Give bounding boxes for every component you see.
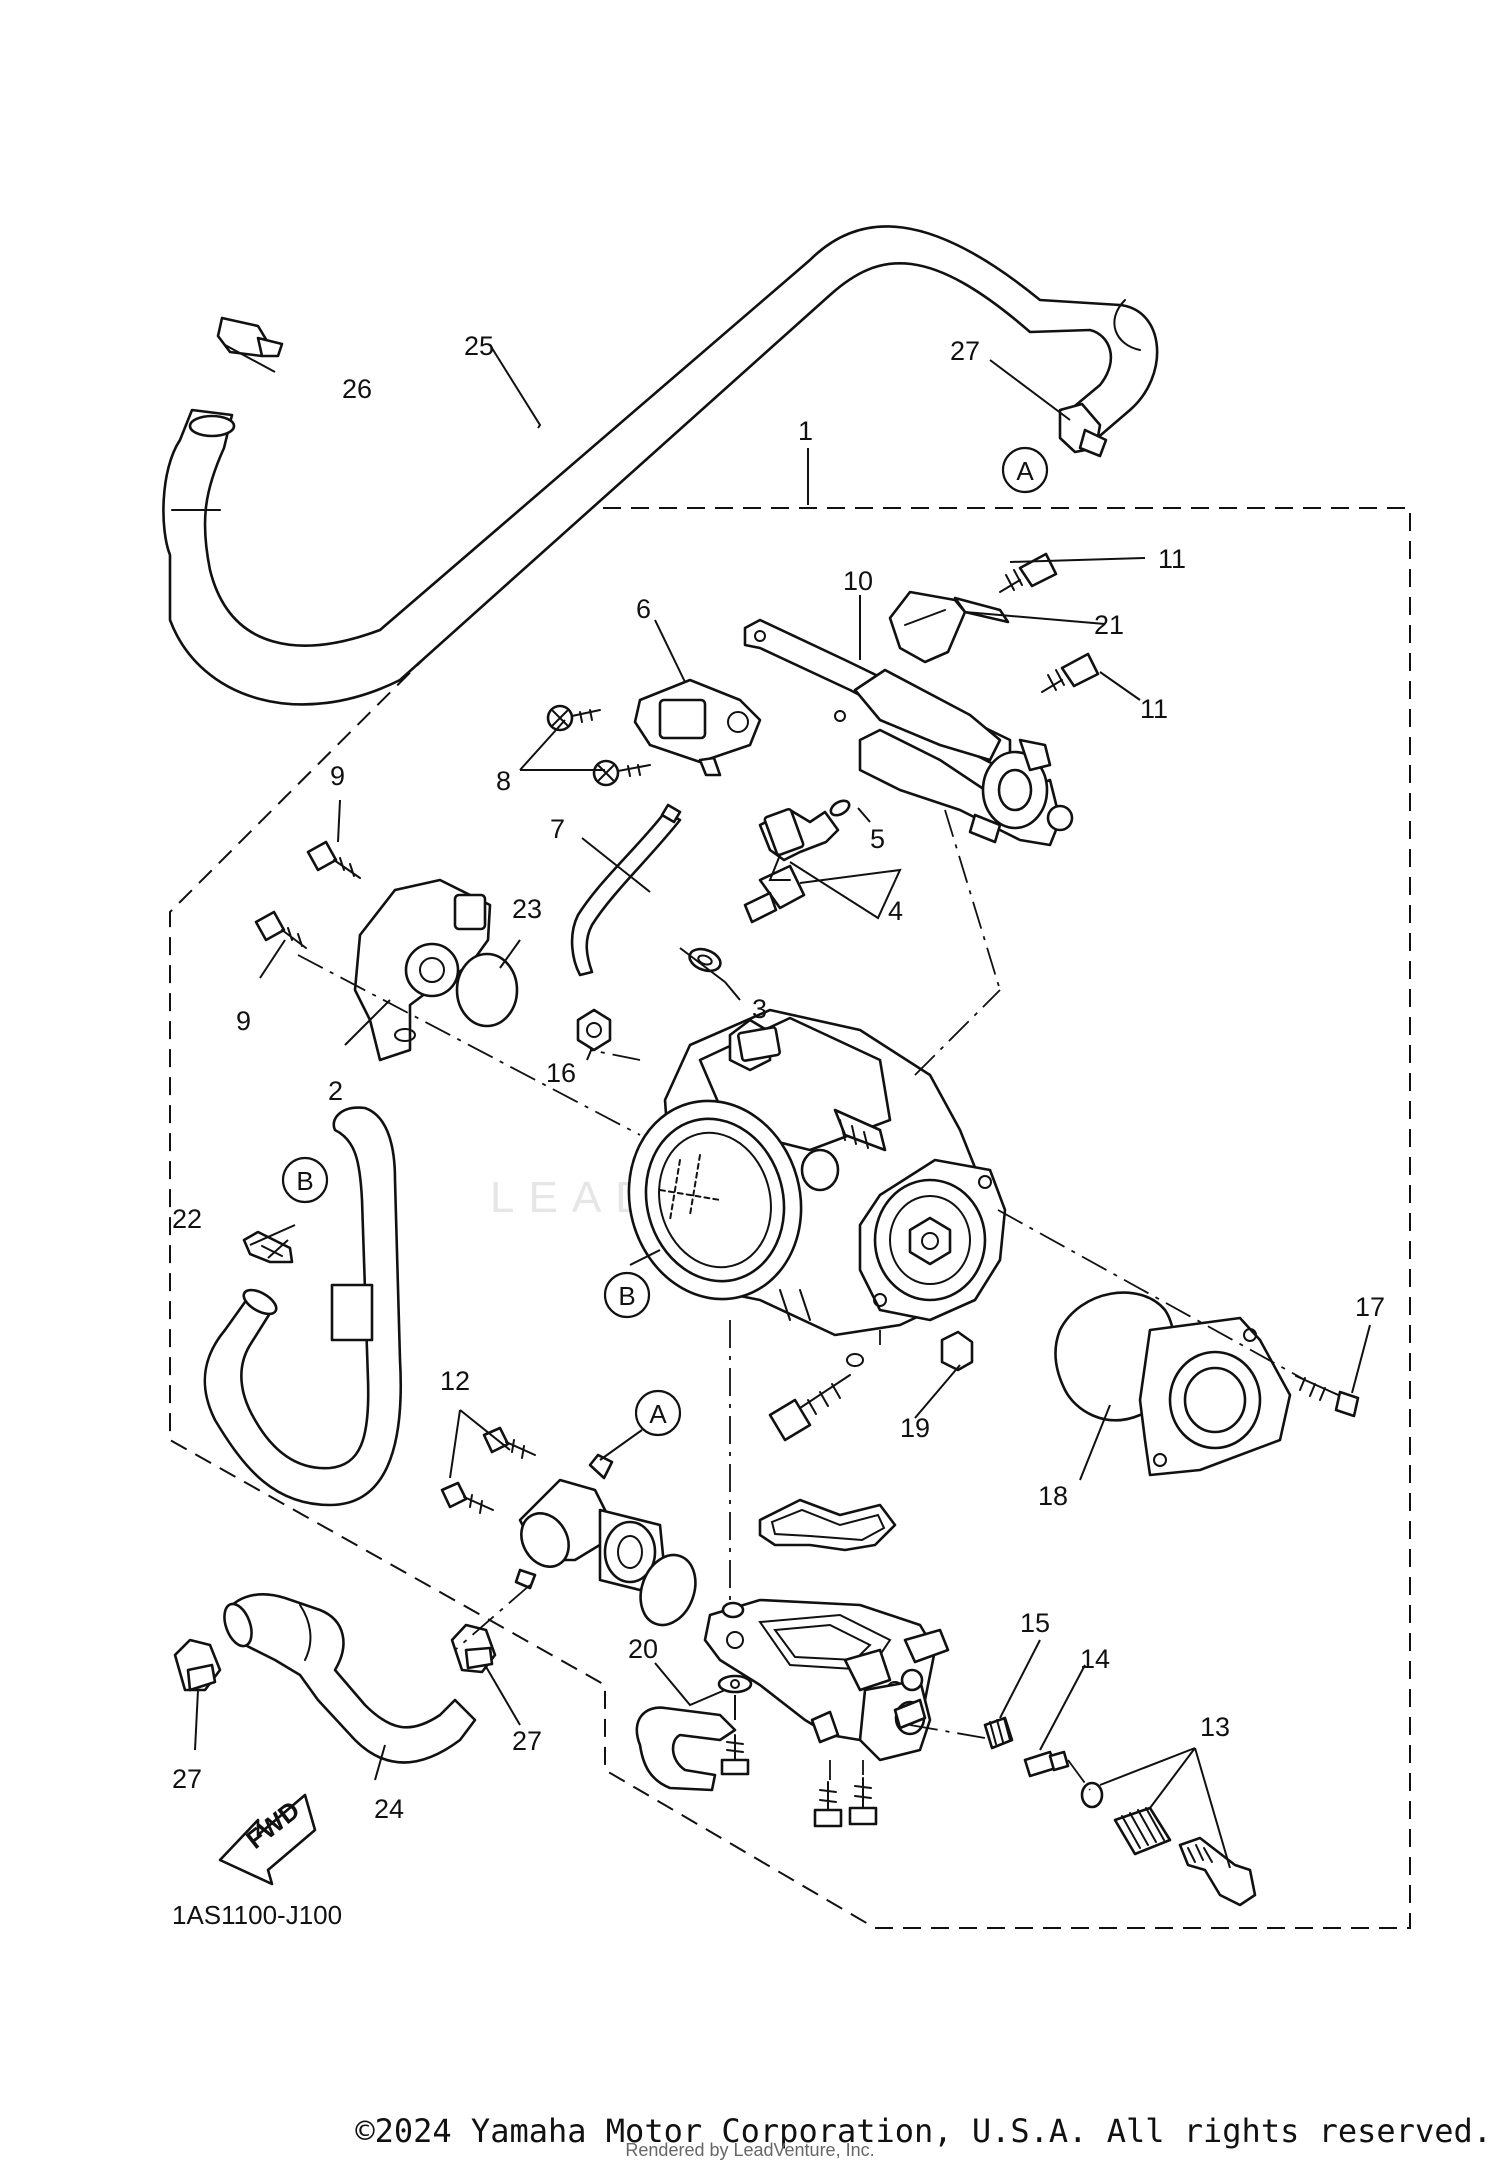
nut-19 xyxy=(940,1330,974,1372)
copyright-notice: ©2024 Yamaha Motor Corporation, U.S.A. A… xyxy=(355,2112,1492,2150)
callout-18: 18 xyxy=(1038,1481,1068,1511)
idle-speed-actuator xyxy=(858,728,1074,847)
callout-21: 21 xyxy=(1094,610,1124,640)
svg-text:B: B xyxy=(618,1281,635,1311)
callout-11-mid: 11 xyxy=(1140,694,1168,724)
callout-23: 23 xyxy=(512,894,542,924)
screw-lower-b xyxy=(813,1781,843,1828)
fwd-arrow-icon: FWD xyxy=(218,1793,317,1886)
sensor-6 xyxy=(633,678,762,777)
small-oring xyxy=(846,1353,864,1367)
callout-9-top: 9 xyxy=(330,761,345,791)
callout-27-left: 27 xyxy=(172,1764,202,1794)
callout-26: 26 xyxy=(342,374,372,404)
callout-27-right: 27 xyxy=(512,1726,542,1756)
callout-11-top: 11 xyxy=(1158,544,1186,574)
o-ring-23 xyxy=(455,952,519,1028)
callout-24: 24 xyxy=(374,1794,404,1824)
clip-22 xyxy=(242,1230,294,1264)
screw-11-top xyxy=(999,552,1058,593)
callout-14: 14 xyxy=(1080,1644,1110,1674)
screw-11-mid xyxy=(1041,652,1100,693)
screw-12-a xyxy=(482,1426,536,1459)
callout-16: 16 xyxy=(546,1058,576,1088)
svg-text:A: A xyxy=(649,1399,667,1429)
ref-a-mid: A xyxy=(634,1389,682,1437)
callout-25: 25 xyxy=(464,331,494,361)
hose-25 xyxy=(162,225,1159,706)
ref-a-top: A xyxy=(1001,446,1049,494)
callout-5: 5 xyxy=(870,824,885,854)
callouts: 1 2 3 4 5 6 7 8 9 9 10 11 11 12 13 14 15… xyxy=(172,331,1385,1824)
callout-19: 19 xyxy=(900,1413,930,1443)
clamp-27-right xyxy=(450,1623,497,1674)
callout-8: 8 xyxy=(496,766,511,796)
hose-b xyxy=(203,1106,402,1507)
o-ring-5 xyxy=(829,799,851,817)
clamp-27-top xyxy=(1058,402,1108,458)
throttle-body xyxy=(627,1008,1007,1337)
callout-13: 13 xyxy=(1200,1712,1230,1742)
callout-1: 1 xyxy=(798,416,813,446)
screw-lower-c xyxy=(848,1777,878,1826)
callout-12: 12 xyxy=(440,1366,470,1396)
nut-16 xyxy=(576,1008,612,1052)
ref-b-left: B xyxy=(281,1156,329,1204)
callout-3: 3 xyxy=(752,994,767,1024)
hose-7 xyxy=(570,803,682,977)
callout-17: 17 xyxy=(1355,1292,1385,1322)
callout-6: 6 xyxy=(636,594,651,624)
idle-screw-13 xyxy=(1080,1781,1257,1907)
screw-8-b xyxy=(592,759,651,787)
callout-9-left: 9 xyxy=(236,1006,251,1036)
hose-clip-21 xyxy=(888,590,1010,664)
pin-14 xyxy=(1023,1750,1070,1778)
callout-27-top: 27 xyxy=(950,336,980,366)
screw-9-left xyxy=(254,910,307,949)
callout-22: 22 xyxy=(172,1204,202,1234)
clamp-26 xyxy=(216,316,284,358)
hose-24 xyxy=(223,1593,477,1764)
fitting-a xyxy=(514,1453,667,1592)
svg-text:B: B xyxy=(296,1166,313,1196)
o-ring-lower xyxy=(639,1553,697,1627)
callout-4: 4 xyxy=(888,896,903,926)
ref-b-mid: B xyxy=(603,1271,651,1319)
screw-body xyxy=(768,1374,851,1442)
callout-10: 10 xyxy=(843,566,873,596)
screw-lower-a xyxy=(720,1734,750,1776)
diagram-code: 1AS1100-J100 xyxy=(172,1900,342,1930)
lower-body xyxy=(703,1598,950,1762)
gasket-lower xyxy=(758,1498,897,1552)
callout-15: 15 xyxy=(1020,1608,1050,1638)
assembly-boundary xyxy=(169,507,1411,1929)
leader-lines xyxy=(194,344,1371,1869)
svg-text:A: A xyxy=(1016,456,1034,486)
injector-4 xyxy=(743,807,840,924)
callout-20: 20 xyxy=(628,1634,658,1664)
callout-7: 7 xyxy=(550,814,565,844)
rendered-by: Rendered by LeadVenture, Inc. xyxy=(625,2140,875,2160)
screw-8-a xyxy=(546,704,601,732)
clamp-27-left xyxy=(173,1638,222,1692)
alignment-lines xyxy=(297,809,1306,1791)
callout-2: 2 xyxy=(328,1076,343,1106)
bolt-17 xyxy=(1295,1375,1360,1418)
cover xyxy=(1138,1316,1292,1477)
screw-12-b xyxy=(440,1481,494,1514)
spring-15 xyxy=(983,1716,1014,1750)
seal-3 xyxy=(688,947,722,973)
screw-9-top xyxy=(306,840,361,879)
bracket-20 xyxy=(635,1674,753,1792)
